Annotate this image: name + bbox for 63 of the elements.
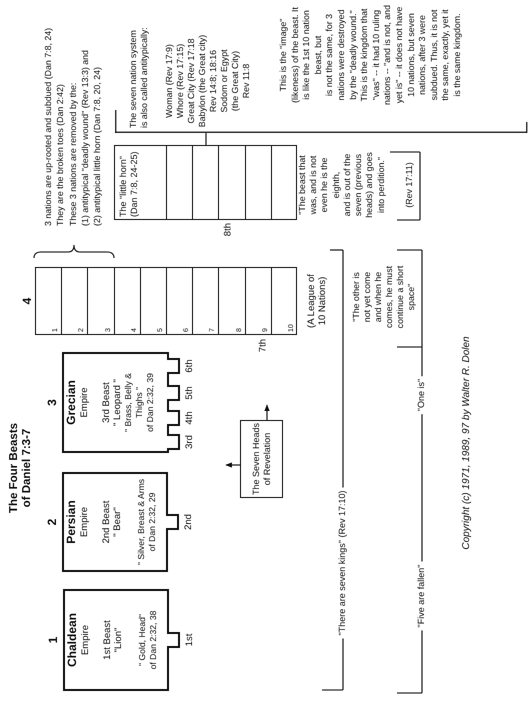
note-text: "The other is not yet come and when he comes, he must continue a short space" [351, 265, 417, 329]
heads-box [240, 420, 283, 498]
panel-text: 2nd Beast [101, 500, 112, 544]
list-item: Rev 11:8 [241, 62, 252, 100]
arrow [225, 462, 240, 468]
panel-text: " Gold, Head" [137, 614, 148, 666]
note-text: The seven nation system is also called antitypically: [128, 26, 150, 128]
list-item: Rev 14:8; 18:16 [208, 48, 219, 114]
panel-text: Empire [79, 387, 90, 418]
panel-text: of Dan 2:32, 29 [147, 492, 158, 552]
panel-text: 3rd Beast [101, 382, 112, 423]
empire-name: Grecian [65, 380, 78, 425]
span-label: "There are seven kings" (Rev 17:10) [337, 488, 348, 638]
panel-text: " Silver, Breast & Arms [136, 478, 147, 566]
head-label: 6th [184, 359, 195, 373]
panel-text: " Leopard " [112, 379, 123, 426]
note-text: They are the broken toes (Dan 2:42) [55, 84, 66, 226]
paragraph: is not the same, for 3 nations were destroyed by the "deadly wound." [324, 8, 359, 102]
empire-name: Persian [65, 500, 78, 544]
beast-number: 1 [46, 636, 60, 644]
panel-text: of Dan 2:32, 38 [148, 610, 159, 670]
note-text: (A League of 10 Nations) [306, 273, 329, 330]
note-text: "The beast that was, and is not even he is the eighth, [297, 154, 342, 217]
note-text: (Rev 17:11) [404, 162, 415, 208]
head-label: 2nd [183, 514, 194, 530]
list-item: Babylon (the Great city) [197, 34, 208, 128]
list-item: Whore (Rev 17:15) [175, 42, 186, 120]
panel-text: Empire [80, 624, 91, 656]
connector-line [205, 133, 207, 145]
span-label: "Five are fallen" [416, 562, 427, 630]
note-text: (1) antitypical "deadly wound" (Rev 13:3) and [80, 50, 90, 226]
panel-text: 1st Beast [102, 620, 113, 660]
panel-text: Empire [79, 506, 90, 538]
empire-name: Chaldean [66, 613, 79, 668]
head-label: 4th [184, 411, 195, 425]
head-label: 5th [184, 386, 195, 400]
head-label: 8th [222, 223, 234, 236]
list-item: Great City (Rev 17:18 [186, 37, 197, 126]
beast-number: 4 [20, 298, 34, 304]
panel-text: of Dan 2:32, 39 [145, 373, 156, 432]
paragraph: This is the kingdom that "was" -- it had 10 ruling nations -- "and is not, and yet is" -- it does not have 10 nations, but seven nations, after 3 were subdued. Thus, it is not the same, exactly, yet it is the same kingdom. [359, 5, 463, 105]
beast-number: 3 [45, 399, 59, 406]
copyright-text: Copyright (c) 1971, 1989, 97 by Walter R. Dolen [461, 336, 473, 550]
panel-text: "Lion" [113, 628, 124, 652]
arrow [264, 404, 270, 420]
head-label: 1st [184, 634, 195, 646]
horn-caption: The "little horn" (Dan 7:8, 24-25) [118, 150, 140, 217]
box-title: The Seven Heads of Revelation [250, 422, 272, 496]
beast-number: 2 [45, 518, 59, 526]
note-text: 3 nations are up-rooted and subdued (Dan 7:8, 24) [43, 28, 54, 226]
head-label: 7th [257, 339, 269, 352]
panel-text: " Bear" [112, 507, 123, 537]
note-text: (2) antitypical little horn (Dan 7:8, 20, 24) [92, 67, 103, 226]
list-item: (the Great City) [230, 50, 241, 114]
panel-text: " Brass, Belly & Thighs " [123, 372, 145, 434]
paragraph: This is the "image" (likeness) of the beast. It is like the 1st 10 nation beast, but [278, 6, 324, 105]
span-label: "One is" [416, 376, 427, 414]
head-label: 3rd [184, 435, 195, 449]
list-item: Sodom or Egypt [219, 48, 230, 115]
title: The Four Beasts of Daniel 7:3-7 [8, 422, 34, 516]
note-text: and is out of the seven (previous heads) and goes into perdition." [342, 151, 387, 220]
note-text: These 3 nations are removed by the: [68, 82, 78, 226]
list-item: Woman (Rev 17:9) [164, 43, 175, 120]
